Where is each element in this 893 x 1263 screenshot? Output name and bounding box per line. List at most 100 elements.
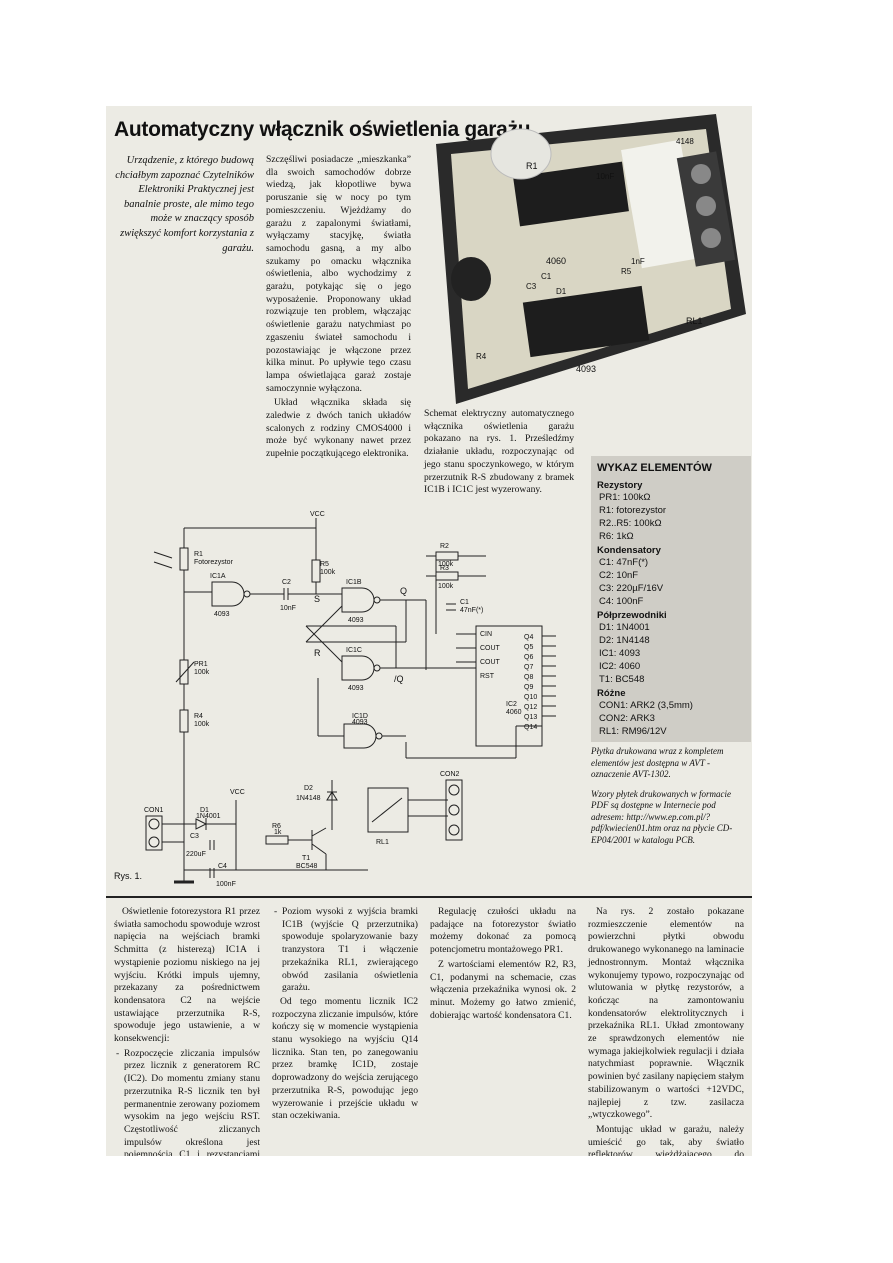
label-ic2-output: Q8 [524, 674, 533, 681]
label-ic2-type: 4060 [506, 709, 522, 716]
label-ic1b-type: 4093 [348, 617, 364, 624]
column-body-2: Poziom wysoki z wyjścia bramki IC1B (wyj… [272, 906, 418, 1125]
photo-label-c3: C3 [526, 282, 537, 291]
parts-item: R6: 1kΩ [599, 531, 634, 542]
paragraph-body-3: Regulację czułości układu na padające na… [430, 906, 576, 956]
bullet-list-2: Poziom wysoki z wyjścia bramki IC1B (wyj… [272, 906, 418, 995]
label-d1: D1 [200, 807, 209, 814]
label-pr1-value: 100k [194, 669, 210, 676]
column-body-1: Oświetlenie fotorezystora R1 przez świat… [114, 906, 260, 1156]
figure-caption: Rys. 1. [114, 871, 143, 881]
note-pdf-download: Wzory płytek drukowanych w formacie PDF … [591, 788, 733, 845]
photo-label-r5: R5 [621, 267, 632, 276]
paragraph-body-2: Od tego momentu licznik IC2 rozpoczyna z… [272, 995, 418, 1122]
label-r3: R3 [440, 565, 449, 572]
paragraph-body-4: Z wartościami elementów R2, R3, C1, poda… [430, 958, 576, 1021]
parts-group-label: Rezystory [597, 480, 643, 491]
photo-label-1nf: 1nF [631, 257, 645, 266]
label-r5: R5 [320, 561, 329, 568]
paragraph-intro: Szczęśliwi posiadacze „mieszkanka” dla s… [266, 154, 411, 394]
label-vcc-top: VCC [310, 511, 325, 518]
column-body-4: Na rys. 2 zostało pokazane rozmieszczeni… [588, 906, 744, 1156]
section-divider [106, 896, 752, 898]
label-r5-value: 100k [320, 569, 336, 576]
label-ic1d: IC1D [352, 713, 368, 720]
photo-label-rl1: RL1 [686, 316, 703, 326]
label-ic2: IC2 [506, 701, 517, 708]
photo-label-c1: C1 [541, 272, 552, 281]
label-c1: C1 [460, 599, 469, 606]
paragraph-schematic-intro: Schemat elektryczny automatycznego włącz… [424, 408, 574, 496]
label-ic2-output: Q9 [524, 684, 533, 691]
label-pr1: PR1 [194, 661, 208, 668]
parts-item: C2: 10nF [599, 570, 639, 581]
label-c3-value: 220uF [186, 851, 206, 858]
label-t1: T1 [302, 855, 310, 862]
parts-item: R2..R5: 100kΩ [599, 518, 662, 529]
label-r2-value: 100k [438, 561, 454, 568]
photo-label-d1: D1 [556, 287, 567, 296]
label-r4: R4 [194, 713, 203, 720]
ic-4093-chip [522, 285, 650, 358]
parts-group-label: Półprzewodniki [597, 610, 667, 621]
label-ic1d-type: 4093 [352, 719, 368, 726]
label-q-output: Q [400, 586, 407, 596]
label-r6-value: 1k [274, 829, 282, 836]
label-con2: CON2 [440, 771, 460, 778]
label-ic1a-type: 4093 [214, 611, 230, 618]
parts-item: D2: 1N4148 [599, 635, 650, 646]
label-r3-value: 100k [438, 583, 454, 590]
label-ic2-output: Q13 [524, 714, 537, 721]
label-r1: R1 [194, 551, 203, 558]
note-pcb-kit: Płytka drukowana wraz z kompletem elemen… [591, 746, 724, 779]
label-ic1c: IC1C [346, 647, 362, 654]
parts-group-label: Różne [597, 688, 626, 699]
parts-group-semiconductors: Półprzewodniki D1: 1N4001 D2: 1N4148 IC1… [597, 610, 745, 686]
label-ic1c-type: 4093 [348, 685, 364, 692]
label-ic2-output: Q6 [524, 654, 533, 661]
label-ic2-output: Q14 [524, 724, 537, 731]
label-c4-value: 100nF [216, 881, 236, 888]
article-lead: Urządzenie, z którego budową chciałbym z… [115, 155, 254, 254]
bullet-item: Rozpoczęcie zliczania impulsów przez lic… [116, 1048, 260, 1156]
article-title: Automatyczny włącznik oświetlenia garażu [114, 118, 531, 141]
label-cout: COUT [480, 645, 501, 652]
parts-item: R1: fotorezystor [599, 505, 667, 516]
label-d2: D2 [304, 785, 313, 792]
label-r2: R2 [440, 543, 449, 550]
parts-item: IC1: 4093 [599, 648, 641, 659]
parts-group-label: Kondensatory [597, 545, 661, 556]
parts-group-capacitors: Kondensatory C1: 47nF(*) C2: 10nF C3: 22… [597, 545, 745, 608]
label-ic1a: IC1A [210, 573, 226, 580]
photoresistor [490, 128, 552, 180]
label-r1-desc: Fotorezystor [194, 559, 234, 566]
label-c2-value: 10nF [280, 605, 296, 612]
parts-item: D1: 1N4001 [599, 622, 650, 633]
label-reset-input: R [314, 648, 321, 658]
pcb-photo: R1 4060 4093 RL1 4148 R4 C3 C1 D1 R5 10n… [436, 114, 746, 404]
label-t1-type: BC548 [296, 863, 318, 870]
label-ic2-output: Q7 [524, 664, 533, 671]
parts-notes: Płytka drukowana wraz z kompletem elemen… [591, 746, 749, 854]
parts-item: C1: 47nF(*) [599, 557, 649, 568]
column-body-3: Regulację czułości układu na padające na… [430, 906, 576, 1024]
label-cout-2: COUT [480, 659, 501, 666]
parts-item: PR1: 100kΩ [599, 492, 651, 503]
parts-item: RL1: RM96/12V [599, 726, 667, 737]
label-rst: RST [480, 673, 495, 680]
label-c2: C2 [282, 579, 291, 586]
photo-label-4060: 4060 [546, 256, 566, 266]
paragraph-intro-2: Układ włącznika składa się zaledwie z dw… [266, 397, 411, 460]
label-ic2-output: Q12 [524, 704, 537, 711]
capacitor-c3 [451, 257, 491, 301]
label-d1-type: 1N4001 [196, 813, 221, 820]
label-d2-type: 1N4148 [296, 795, 321, 802]
label-rl1: RL1 [376, 839, 389, 846]
parts-item: CON2: ARK3 [599, 713, 655, 724]
label-r6: R6 [272, 823, 281, 830]
photo-label-r4: R4 [476, 352, 487, 361]
parts-item: T1: BC548 [599, 674, 645, 685]
photo-label-4148: 4148 [676, 137, 694, 146]
label-ic1b: IC1B [346, 579, 362, 586]
label-cin: CIN [480, 631, 492, 638]
